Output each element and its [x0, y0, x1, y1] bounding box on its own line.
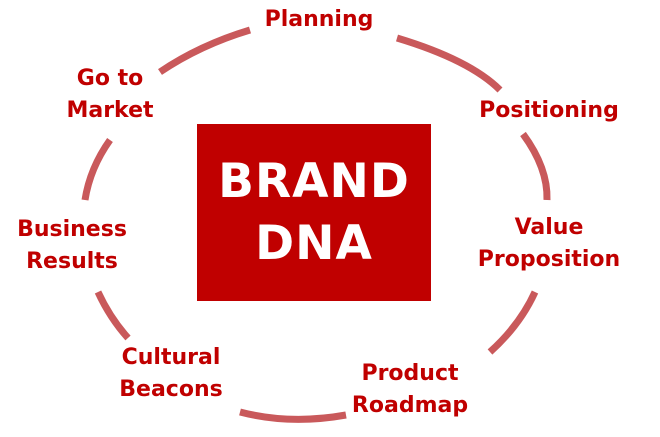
ring-arc-product-to-cultural [239, 408, 347, 423]
cycle-label-go-to-market: Go to Market [66, 66, 154, 123]
ring-arc-positioning-to-value [520, 131, 551, 201]
ring-arc-planning-to-positioning [395, 34, 503, 93]
ring-arc-cultural-to-business [94, 290, 131, 341]
cycle-label-value-proposition: Value Proposition [477, 215, 621, 272]
cycle-label-business-results: Business Results [17, 217, 127, 274]
ring-arc-value-to-product [487, 290, 539, 355]
cycle-label-planning: Planning [264, 7, 374, 32]
cycle-label-product-roadmap: Product Roadmap [351, 361, 469, 418]
brand-dna-box: BRAND DNA [197, 124, 431, 301]
cycle-label-cultural-beacons: Cultural Beacons [119, 345, 223, 402]
center-title-line-2: DNA [255, 215, 373, 271]
ring-arc-gotomarket-to-planning [158, 26, 252, 75]
cycle-label-positioning: Positioning [479, 98, 619, 123]
ring-arc-business-to-gotomarket [81, 137, 113, 201]
center-title-line-1: BRAND [218, 153, 410, 209]
